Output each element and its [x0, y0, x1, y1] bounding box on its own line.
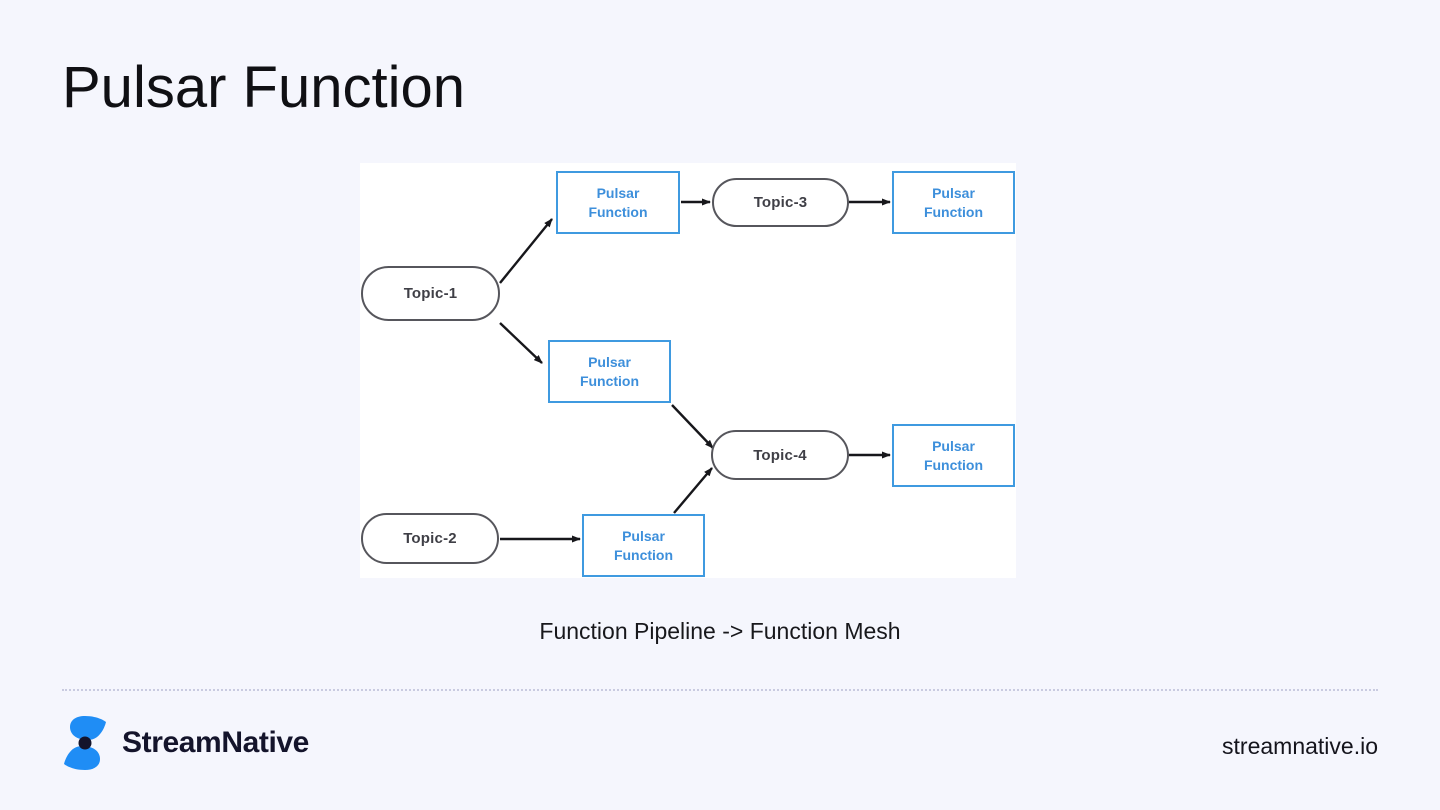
edge-function3-topic4: [671, 404, 714, 449]
node-function-3-label-line2: Function: [579, 372, 640, 389]
node-topic-2-label: Topic-2: [403, 530, 457, 547]
node-topic-1[interactable]: Topic-1: [361, 266, 500, 321]
node-topic-3[interactable]: Topic-3: [712, 178, 849, 227]
brand-name: StreamNative: [122, 726, 309, 759]
edge-topic1-function3: [499, 322, 543, 364]
diagram-caption: Function Pipeline -> Function Mesh: [539, 618, 901, 644]
node-topic-1-label: Topic-1: [403, 285, 458, 302]
node-function-4-label-line1: Pulsar: [932, 437, 975, 454]
node-topic-3-label: Topic-3: [753, 194, 808, 211]
node-function-3-label-line1: Pulsar: [588, 353, 631, 370]
page-title: Pulsar Function: [62, 55, 465, 120]
node-function-5[interactable]: Pulsar Function: [582, 514, 705, 577]
node-function-2-label-line1: Pulsar: [932, 184, 975, 201]
node-topic-4-label: Topic-4: [753, 446, 807, 464]
footer-url: streamnative.io: [1222, 733, 1378, 759]
streamnative-logo-icon: [64, 716, 106, 770]
brand-logo: StreamNative: [62, 712, 309, 774]
diagram-canvas: Topic-1 Pulsar Function Topic-3 Pulsar F…: [360, 163, 1016, 578]
node-function-5-label-line2: Function: [613, 546, 674, 563]
node-function-1-label-line1: Pulsar: [596, 184, 640, 201]
node-topic-2[interactable]: Topic-2: [361, 513, 499, 564]
node-function-1-label-line2: Function: [588, 203, 648, 220]
edge-function5-topic4: [673, 467, 713, 514]
node-function-2-label-line2: Function: [923, 203, 984, 220]
node-function-2[interactable]: Pulsar Function: [892, 171, 1015, 234]
node-topic-4[interactable]: Topic-4: [711, 430, 849, 480]
node-function-4-label-line2: Function: [923, 456, 984, 473]
footer-divider: [62, 689, 1378, 691]
node-function-4[interactable]: Pulsar Function: [892, 424, 1015, 487]
node-function-1[interactable]: Pulsar Function: [556, 171, 680, 234]
node-function-3[interactable]: Pulsar Function: [548, 340, 671, 403]
edge-topic1-function1: [499, 218, 553, 284]
node-function-5-label-line1: Pulsar: [622, 527, 665, 544]
diagram-edges: [499, 198, 891, 543]
